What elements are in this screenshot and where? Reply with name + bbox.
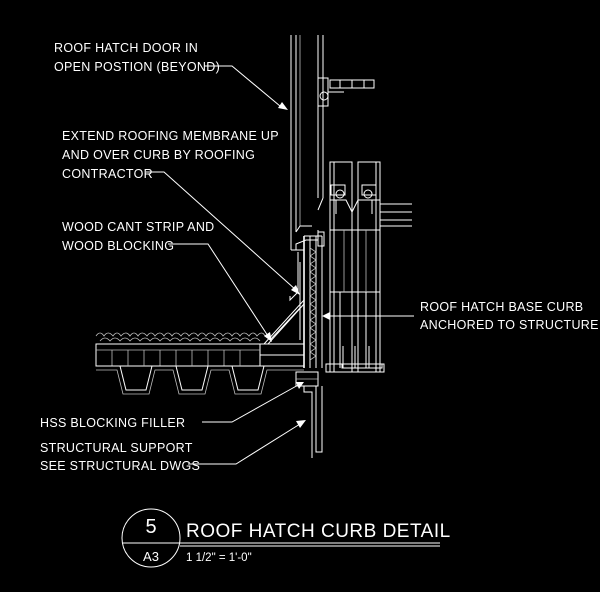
label-membrane-line-3: CONTRACTOR [62,167,153,181]
hatch-door [290,35,324,251]
label-cant-line-2: WOOD BLOCKING [62,239,174,253]
hinge-channel [380,203,412,227]
sheet-number: A3 [143,549,159,564]
label-base-curb: ROOF HATCH BASE CURB ANCHORED TO STRUCTU… [420,300,599,332]
label-membrane-line-1: EXTEND ROOFING MEMBRANE UP [62,129,279,143]
roofing-membrane-flashing [289,249,304,340]
roof-gravel-ballast [95,332,266,345]
structural-support-angle [303,385,323,458]
hatch-base-curb [303,231,325,368]
detail-scale: 1 1/2" = 1'-0" [186,552,252,564]
label-membrane-line-2: AND OVER CURB BY ROOFING [62,148,255,162]
label-roofing-membrane: EXTEND ROOFING MEMBRANE UP AND OVER CURB… [62,129,279,181]
label-base-curb-line-1: ROOF HATCH BASE CURB [420,300,583,314]
wood-blocking [259,343,305,367]
detail-bubble [121,508,181,568]
curb-insulation [309,247,317,361]
label-support-line-1: STRUCTURAL SUPPORT [40,441,193,455]
leader-lines [146,65,414,465]
label-hatch-door-line-1: ROOF HATCH DOOR IN [54,41,198,55]
label-base-curb-line-2: ANCHORED TO STRUCTURE [420,318,599,332]
label-structural-support: STRUCTURAL SUPPORT SEE STRUCTURAL DWGS [40,441,200,473]
hatch-latch-handle [317,77,375,107]
hinge-spring-assembly [325,161,385,373]
label-hatch-door-line-2: OPEN POSTION (BEYOND) [54,60,220,74]
label-cant-line-1: WOOD CANT STRIP AND [62,220,214,234]
label-hatch-door: ROOF HATCH DOOR IN OPEN POSTION (BEYOND) [54,41,220,74]
roof-insulation-board [95,343,261,367]
detail-number: 5 [145,516,156,538]
label-wood-cant: WOOD CANT STRIP AND WOOD BLOCKING [62,220,214,253]
metal-roof-deck [96,365,304,395]
title-block: 5 A3 ROOF HATCH CURB DETAIL 1 1/2" = 1'-… [121,508,451,568]
label-support-line-2: SEE STRUCTURAL DWGS [40,459,200,473]
detail-title: ROOF HATCH CURB DETAIL [186,521,451,542]
label-hss-blocking: HSS BLOCKING FILLER [40,416,185,430]
